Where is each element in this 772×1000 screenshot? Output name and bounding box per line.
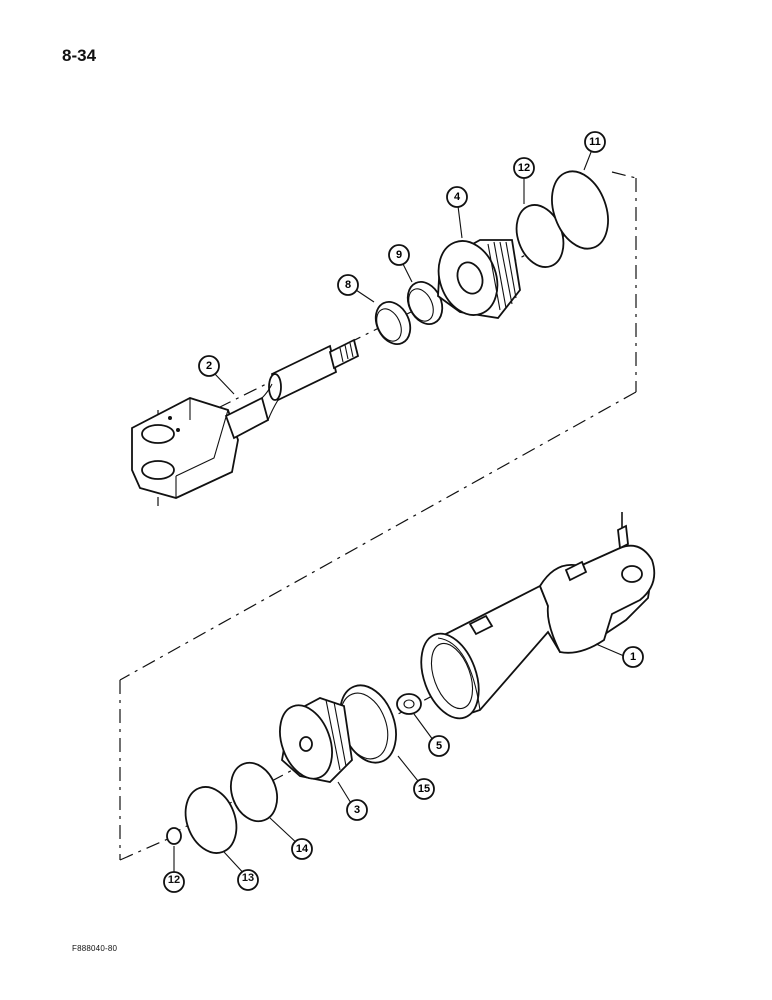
callout-15: 15 <box>413 778 435 800</box>
callout-13: 13 14 13 <box>237 869 259 891</box>
leader-lines <box>173 141 625 880</box>
part-12-small-seal <box>166 827 182 845</box>
callout-1: 1 <box>622 646 644 668</box>
callout-13-text: 13 <box>241 872 255 884</box>
svg-text:9: 9 <box>396 249 402 261</box>
svg-text:5: 5 <box>436 740 442 752</box>
callout-3: 3 <box>346 799 368 821</box>
svg-text:8: 8 <box>345 279 351 291</box>
callout-5: 5 <box>428 735 450 757</box>
callout-2: 2 <box>198 355 220 377</box>
part-8-wear-ring <box>374 301 412 345</box>
figure-code: F888040-80 <box>72 944 118 953</box>
svg-text:15: 15 <box>418 783 430 795</box>
svg-text:1: 1 <box>630 651 636 663</box>
part-2-piston-rod <box>131 338 360 499</box>
part-13-backup-ring <box>184 786 238 854</box>
callout-8: 8 <box>337 274 359 296</box>
part-3-piston <box>279 697 353 783</box>
callout-9: 9 <box>388 244 410 266</box>
page-number: 8-34 <box>62 46 97 65</box>
part-5-lock-nut <box>396 693 422 715</box>
callout-4: 4 <box>446 186 468 208</box>
callout-14: 14 <box>291 838 313 860</box>
part-11-backup-ring <box>551 170 609 250</box>
part-14-o-ring <box>230 761 278 823</box>
callout-12-text: 12 <box>167 874 181 886</box>
part-4-gland <box>437 239 521 319</box>
svg-text:4: 4 <box>454 191 461 203</box>
callout-12 <box>163 871 185 893</box>
callout-11: 11 <box>584 131 606 153</box>
callout-10: 12 <box>513 157 535 179</box>
assembly-frame <box>119 171 637 861</box>
part-1-cylinder-barrel <box>420 512 656 720</box>
svg-text:3: 3 <box>354 804 360 816</box>
svg-text:11: 11 <box>589 136 601 148</box>
svg-text:14: 14 <box>296 843 309 855</box>
svg-text:12: 12 <box>518 162 530 174</box>
svg-text:2: 2 <box>206 360 212 372</box>
